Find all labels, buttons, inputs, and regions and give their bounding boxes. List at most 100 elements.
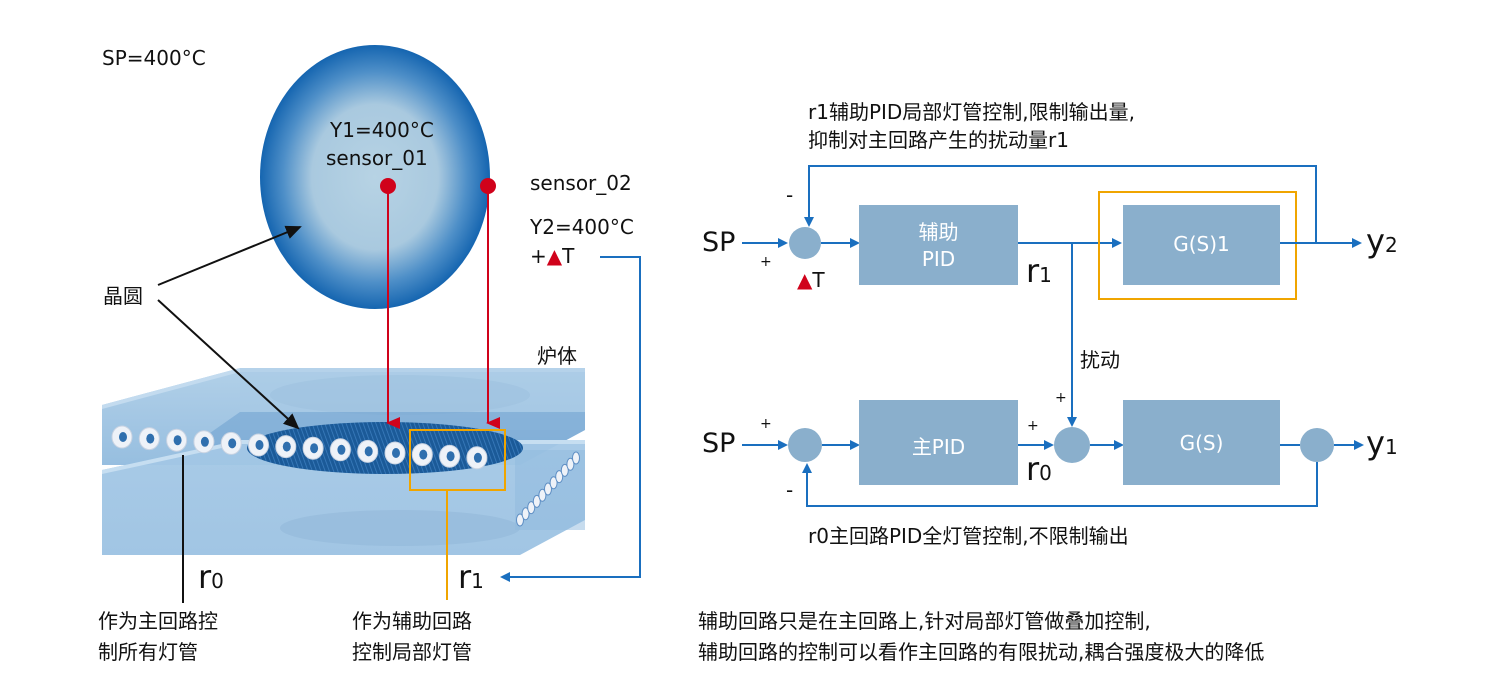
lamp-ring <box>220 431 242 455</box>
main-minus-sign: - <box>786 478 794 502</box>
lamp-ring <box>138 427 160 451</box>
setpoint-label: SP=400°C <box>102 46 206 70</box>
main-summing-junction <box>788 428 822 462</box>
r1-desc-line1: 作为辅助回路 <box>352 609 472 633</box>
aux-feedback-line <box>804 165 1317 243</box>
main-sp-label: SP <box>702 428 736 459</box>
summary-line1: 辅助回路只是在主回路上,针对局部灯管做叠加控制, <box>698 609 1151 633</box>
main-signal-r0: r0 <box>1026 450 1052 488</box>
delta-triangle-icon: ▲ <box>797 268 813 292</box>
lamp-ring <box>384 441 406 465</box>
aux-plant-highlight-box <box>1098 191 1297 300</box>
side-lamp-ring <box>555 470 564 484</box>
y1-sub: 1 <box>1384 435 1398 459</box>
y1-main: y <box>1366 424 1385 462</box>
r0-label: r0 <box>198 558 224 596</box>
sensor2-label: sensor_02 <box>530 171 632 195</box>
delta-triangle-icon: ▲ <box>546 244 563 268</box>
aux-signal-r1: r1 <box>1026 252 1052 290</box>
plus-sign: + <box>530 244 547 268</box>
main-plant-label: G(S) <box>1179 431 1224 455</box>
main-feedback-line <box>802 462 1318 507</box>
lamp-ring <box>357 439 379 463</box>
side-lamp-rings <box>516 451 580 527</box>
wafer-pointer-arrow-bottom <box>157 299 300 430</box>
delta-t-suffix: T <box>562 244 575 268</box>
aux-delta-t: ▲T <box>797 268 825 292</box>
main-output-y1: y1 <box>1366 424 1398 462</box>
lamp-ring <box>193 430 215 454</box>
furnace-label: 炉体 <box>537 344 577 368</box>
r0-main: r <box>1026 450 1040 488</box>
r1-sub: 1 <box>1039 263 1052 287</box>
disturbance-label: 扰动 <box>1080 348 1120 372</box>
aux-pid-line2: PID <box>921 247 956 271</box>
delta-t-label: +▲T <box>530 244 574 268</box>
main-pid-label: 主PID <box>911 435 966 459</box>
side-lamp-ring <box>516 513 524 527</box>
lamp-ring <box>248 433 269 457</box>
side-lamp-ring <box>560 463 569 477</box>
aux-summing-junction <box>789 227 821 259</box>
r1-sub: 1 <box>471 569 484 593</box>
r0-sub: 0 <box>1039 461 1052 485</box>
main-plant-block <box>1123 400 1280 485</box>
r0-desc-line1: 作为主回路控 <box>98 609 218 633</box>
wafer-disc <box>260 45 490 309</box>
r1-main: r <box>1026 252 1040 290</box>
local-lamp-highlight-box <box>409 429 506 491</box>
wafer-label: 晶圆 <box>103 284 143 308</box>
lamp-ring <box>275 435 297 459</box>
sensor1-label: sensor_01 <box>326 146 428 170</box>
aux-pid-line1: 辅助 <box>918 220 959 244</box>
lamp-row <box>111 425 488 470</box>
sensor2-dot <box>480 178 496 194</box>
aux-sp-label: SP <box>702 227 736 258</box>
aux-note-line2: 抑制对主回路产生的扰动量r1 <box>808 128 1069 152</box>
aux-delta-suffix: T <box>812 268 825 292</box>
lamp-ring <box>329 438 351 462</box>
r1-desc-line2: 控制局部灯管 <box>352 640 472 664</box>
side-lamp-ring <box>532 494 541 508</box>
main-note: r0主回路PID全灯管控制,不限制输出 <box>808 524 1129 548</box>
main-pid-block <box>859 400 1018 485</box>
lamp-ring <box>166 428 188 452</box>
side-lamp-ring <box>566 457 575 471</box>
wafer-edge-temp: Y2=400°C <box>530 215 634 239</box>
y2-main: y <box>1366 222 1385 260</box>
side-lamp-ring <box>572 451 580 465</box>
sensor1-dot <box>380 178 396 194</box>
lamp-ring <box>111 425 133 449</box>
main-plus-sign: + <box>760 416 772 432</box>
aux-minus-sign: - <box>786 183 794 207</box>
main-output-node <box>1300 428 1334 462</box>
signal-plus-sign: + <box>1027 418 1039 434</box>
side-lamp-ring <box>527 501 536 515</box>
r0-sub: 0 <box>211 569 224 593</box>
side-lamp-ring <box>521 507 530 521</box>
aux-pid-block <box>859 205 1018 285</box>
wafer-pointer-arrow-top <box>157 225 302 286</box>
lamp-ring <box>439 444 461 468</box>
y2-feedback-line <box>500 256 641 582</box>
aux-plus-sign: + <box>760 254 772 270</box>
lamp-ring <box>466 446 488 470</box>
aux-plant-block <box>1123 205 1280 285</box>
r1-main: r <box>458 558 472 596</box>
wafer-center-temp: Y1=400°C <box>330 118 434 142</box>
lamp-ring <box>302 436 324 460</box>
disturbance-plus-sign: + <box>1055 390 1067 406</box>
r0-main: r <box>198 558 212 596</box>
r0-desc-line2: 制所有灯管 <box>98 640 198 664</box>
aux-plant-label: G(S)1 <box>1173 232 1230 256</box>
side-lamp-ring <box>549 476 558 490</box>
summary-line2: 辅助回路的控制可以看作主回路的有限扰动,耦合强度极大的降低 <box>698 640 1265 664</box>
side-lamp-ring <box>538 488 547 502</box>
aux-pid-label: 辅助 PID <box>859 219 1018 273</box>
y2-sub: 2 <box>1384 233 1398 257</box>
aux-output-y2: y2 <box>1366 222 1398 260</box>
disturbance-summing-junction <box>1054 427 1090 463</box>
r1-label: r1 <box>458 558 484 596</box>
lamp-ring <box>411 443 433 467</box>
